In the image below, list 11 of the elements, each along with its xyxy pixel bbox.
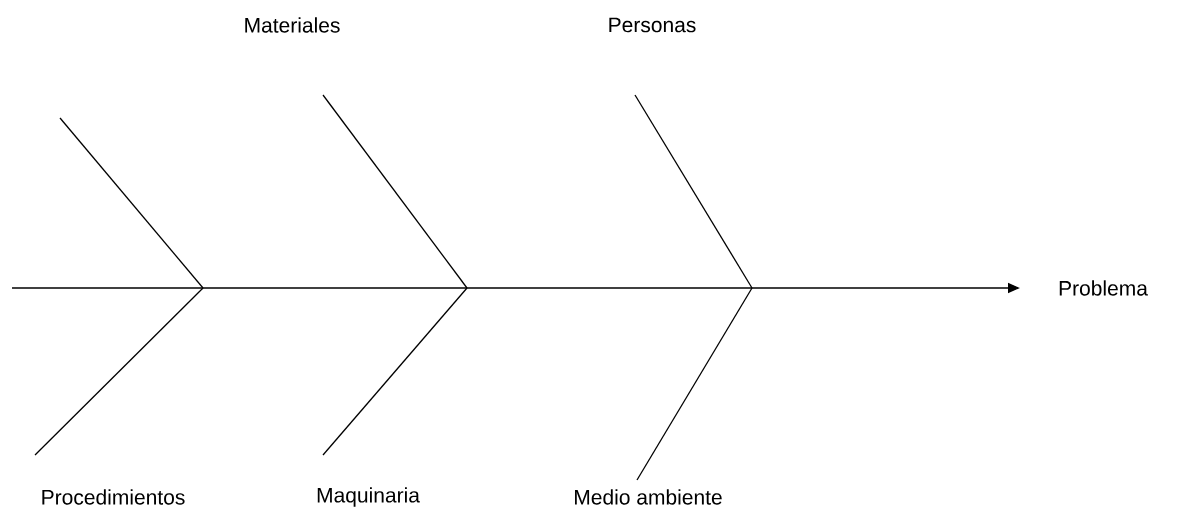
bone-line: [634, 94, 753, 289]
category-label: Medio ambiente: [575, 489, 722, 505]
category-label: Maquinaria: [317, 487, 420, 507]
category-label: Procedimientos: [42, 489, 185, 505]
bone-line: [636, 287, 753, 481]
category-label: Problema: [1059, 280, 1148, 296]
bone-line: [322, 94, 468, 289]
bone-line: [34, 287, 204, 456]
category-label: Personas: [609, 17, 696, 33]
bone-line: [322, 287, 468, 456]
category-label: Materiales: [245, 17, 340, 33]
